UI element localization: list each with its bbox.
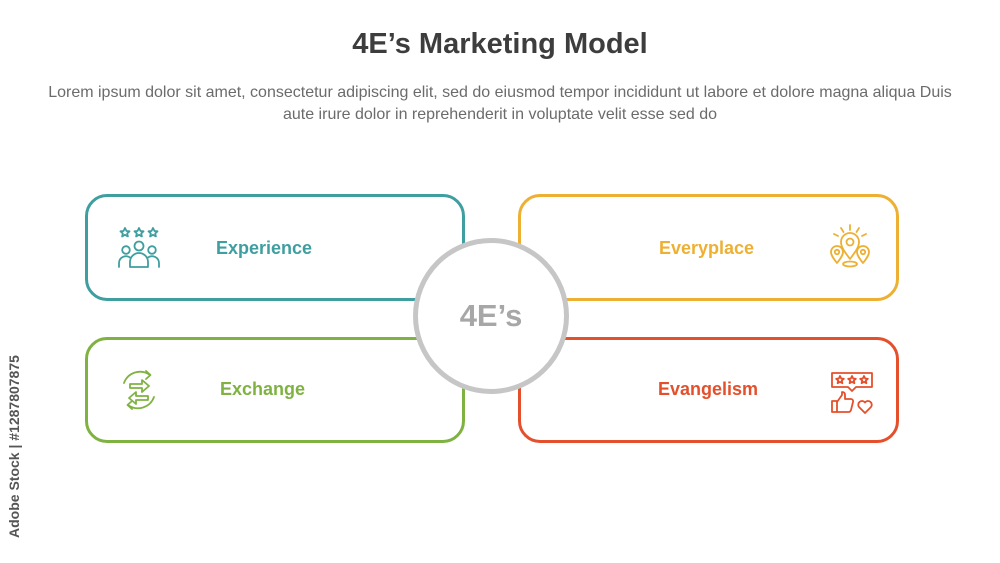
review-like-heart-icon (829, 370, 875, 416)
location-pins-icon (827, 223, 873, 269)
card-experience: Experience (85, 194, 465, 301)
center-label: 4E’s (459, 298, 523, 333)
evangelism-label: Evangelism (658, 379, 759, 399)
card-everyplace: Everyplace (518, 194, 899, 301)
exchange-label: Exchange (220, 379, 306, 399)
card-exchange: Exchange (85, 337, 465, 443)
people-rating-icon (116, 225, 162, 271)
experience-label: Experience (216, 238, 313, 258)
page-description: Lorem ipsum dolor sit amet, consectetur … (48, 84, 952, 123)
center-circle: 4E’s (413, 238, 569, 394)
card-evangelism: Evangelism (518, 337, 899, 443)
everyplace-label: Everyplace (659, 238, 755, 258)
page-title: 4E’s Marketing Model (352, 28, 648, 60)
exchange-arrows-icon (116, 367, 162, 413)
stock-watermark: Adobe Stock | #1287807875 (6, 355, 22, 538)
